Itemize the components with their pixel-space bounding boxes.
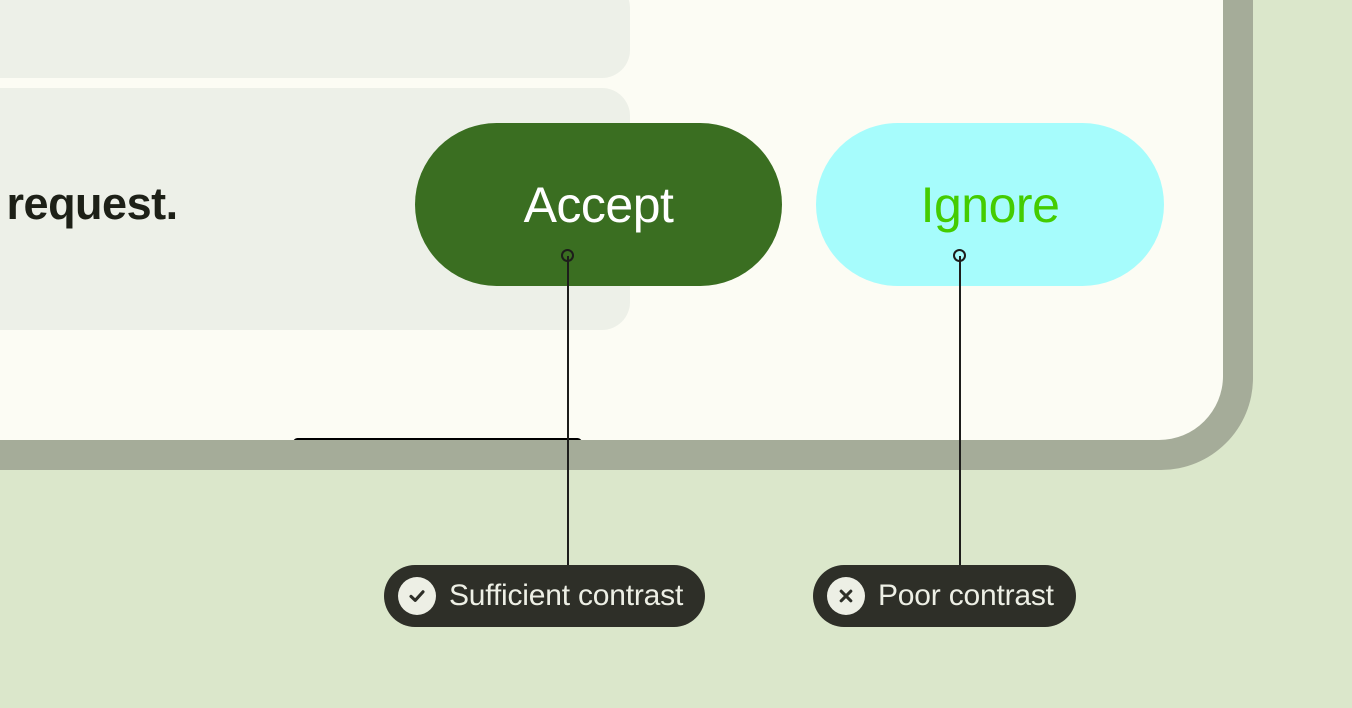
check-circle-icon [398,577,436,615]
ignore-button[interactable]: Ignore [816,123,1164,286]
leader-line-ignore [959,256,961,569]
device-mockup-frame: a request. Accept Ignore [0,0,1253,470]
callout-label-sufficient: Sufficient contrast [449,579,684,612]
x-circle-icon [827,577,865,615]
request-message-text: a request. [0,178,178,229]
list-panel-upper [0,0,630,78]
callout-sufficient-contrast: Sufficient contrast [384,565,706,627]
callout-poor-contrast: Poor contrast [813,565,1076,627]
device-screen: a request. Accept Ignore [0,0,1223,440]
accept-button[interactable]: Accept [415,123,782,286]
home-indicator-bar [293,438,582,440]
callout-label-poor: Poor contrast [878,579,1054,612]
leader-line-accept [567,256,569,569]
